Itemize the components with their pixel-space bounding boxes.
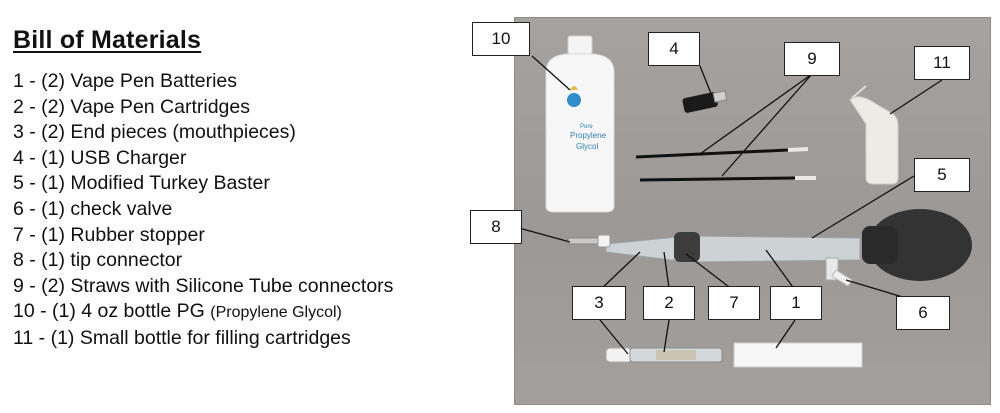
bom-item-5: 5 - (1) Modified Turkey Baster [13, 172, 270, 195]
bom-list: 1 - (2) Vape Pen Batteries 2 - (2) Vape … [13, 69, 493, 352]
callout-10: 10 [472, 22, 530, 56]
bom-item-1: 1 - (2) Vape Pen Batteries [13, 70, 238, 92]
callout-8: 8 [470, 210, 522, 244]
callout-1: 1 [770, 286, 822, 320]
tip-connector-image [567, 234, 611, 248]
cartridge-image [605, 347, 723, 363]
callout-9: 9 [784, 42, 840, 76]
battery-image [733, 342, 863, 368]
bom-item-8: 8 - (1) tip connector [13, 249, 183, 272]
bom-title: Bill of Materials [13, 26, 202, 54]
usb-charger-image [682, 90, 728, 113]
turkey-baster-image [605, 209, 972, 287]
callout-4: 4 [648, 32, 700, 66]
bom-item-9: 9 - (2) Straws with Silicone Tube connec… [13, 274, 394, 297]
callout-11: 11 [914, 46, 970, 80]
callout-2: 2 [643, 286, 695, 320]
bottle-label-line2: Propylene [570, 131, 607, 140]
callout-3: 3 [572, 286, 626, 320]
callout-7: 7 [708, 286, 760, 320]
bom-item-2: 2 - (2) Vape Pen Cartridges [13, 95, 250, 118]
bom-item-6: 6 - (1) check valve [13, 197, 173, 220]
straws-image [635, 147, 816, 182]
bom-item-3: 3 - (2) End pieces (mouthpieces) [13, 121, 296, 144]
callout-6: 6 [896, 296, 950, 330]
bill-of-materials: Bill of Materials 1 - (2) Vape Pen Batte… [13, 26, 493, 352]
bom-item-7: 7 - (1) Rubber stopper [13, 223, 205, 246]
pg-bottle-image: Pure Propylene Glycol [545, 35, 615, 213]
small-bottle-image [849, 85, 899, 185]
bottle-label-line3: Glycol [576, 142, 598, 151]
callout-5: 5 [914, 158, 970, 192]
bom-item-4: 4 - (1) USB Charger [13, 146, 187, 169]
bom-item-10-note: (Propylene Glycol) [210, 304, 342, 322]
bom-item-11: 11 - (1) Small bottle for filling cartri… [13, 326, 351, 349]
bom-item-10: 10 - (1) 4 oz bottle PG (Propylene Glyco… [13, 300, 342, 323]
bottle-label-line1: Pure [580, 124, 593, 130]
